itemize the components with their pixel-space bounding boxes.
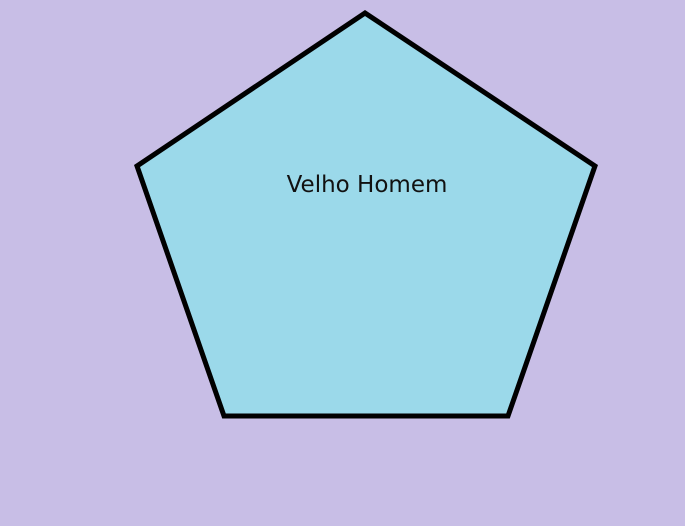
pentagon-shape[interactable] <box>134 9 598 419</box>
pentagon-label: Velho Homem <box>287 172 448 198</box>
